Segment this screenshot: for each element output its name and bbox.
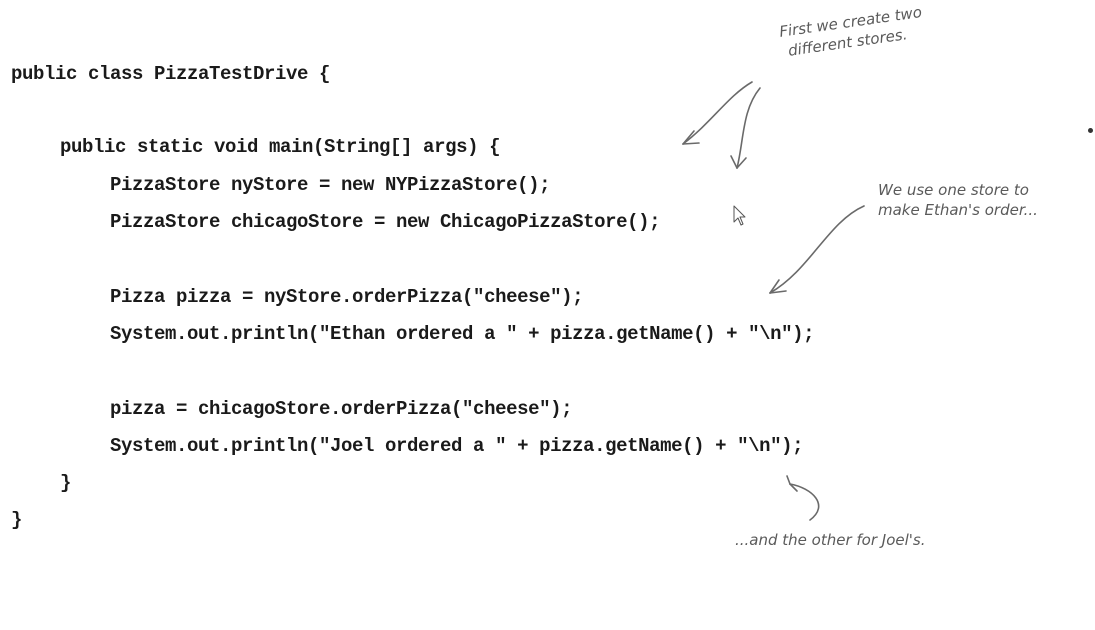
annotation-line: make Ethan's order... (878, 201, 1038, 219)
code-line: pizza = chicagoStore.orderPizza("cheese"… (110, 398, 573, 420)
code-line: System.out.println("Joel ordered a " + p… (110, 435, 804, 457)
bullet-dot (1088, 128, 1093, 133)
annotation-ethan: We use one store to make Ethan's order..… (878, 180, 1038, 220)
hand-drawn-arrow-icon (730, 87, 761, 169)
annotation-line: We use one store to (878, 181, 1029, 199)
hand-drawn-arrow-icon (786, 475, 820, 521)
annotation-joel: ...and the other for Joel's. (735, 530, 926, 550)
code-line: Pizza pizza = nyStore.orderPizza("cheese… (110, 286, 584, 308)
hand-drawn-arrow-icon (769, 205, 865, 294)
code-line: public class PizzaTestDrive { (11, 63, 331, 85)
code-line: } (60, 472, 72, 494)
hand-drawn-arrow-icon (682, 81, 753, 145)
code-line: } (11, 509, 23, 531)
code-line: public static void main(String[] args) { (60, 136, 501, 158)
code-line: System.out.println("Ethan ordered a " + … (110, 323, 815, 345)
code-line: PizzaStore chicagoStore = new ChicagoPiz… (110, 211, 661, 233)
annotation-line: ...and the other for Joel's. (735, 531, 926, 549)
mouse-pointer-icon (733, 205, 746, 226)
code-line: PizzaStore nyStore = new NYPizzaStore(); (110, 174, 551, 196)
